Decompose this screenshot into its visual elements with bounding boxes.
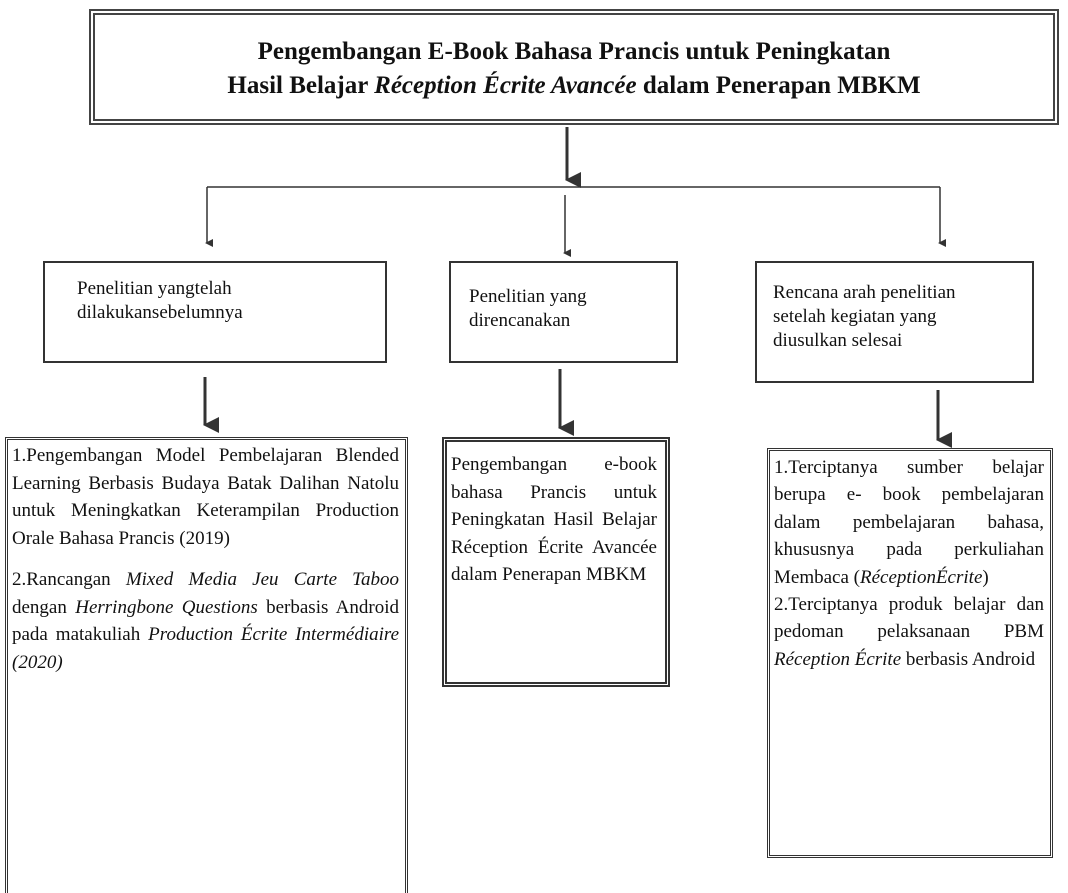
previous-item-1: 1.Pengembangan Model Pembelajaran Blende…	[12, 445, 399, 549]
future-item-2: 2.Terciptanya produk belajar dan pedoman…	[774, 594, 1044, 670]
content-box-planned: Pengembangan e-book bahasa Prancis untuk…	[442, 437, 670, 687]
title-line-2: Hasil Belajar Réception Écrite Avancée d…	[227, 72, 921, 99]
title-box: Pengembangan E-Book Bahasa Prancis untuk…	[89, 9, 1059, 125]
branch-box-previous: Penelitian yangtelah dilakukansebelumnya	[43, 261, 387, 363]
future-item-1: 1.Terciptanya sumber belajar berupa e- b…	[774, 457, 1044, 588]
title-line-1: Pengembangan E-Book Bahasa Prancis untuk…	[257, 38, 891, 65]
planned-item: Pengembangan e-book bahasa Prancis untuk…	[451, 454, 657, 585]
branch-box-future: Rencana arah penelitian setelah kegiatan…	[755, 261, 1034, 383]
branch-box-planned: Penelitian yang direncanakan	[449, 261, 678, 363]
content-box-future: 1.Terciptanya sumber belajar berupa e- b…	[767, 448, 1053, 858]
previous-item-2: 2.Rancangan Mixed Media Jeu Carte Taboo …	[12, 569, 399, 673]
content-box-previous: 1.Pengembangan Model Pembelajaran Blende…	[5, 437, 408, 893]
